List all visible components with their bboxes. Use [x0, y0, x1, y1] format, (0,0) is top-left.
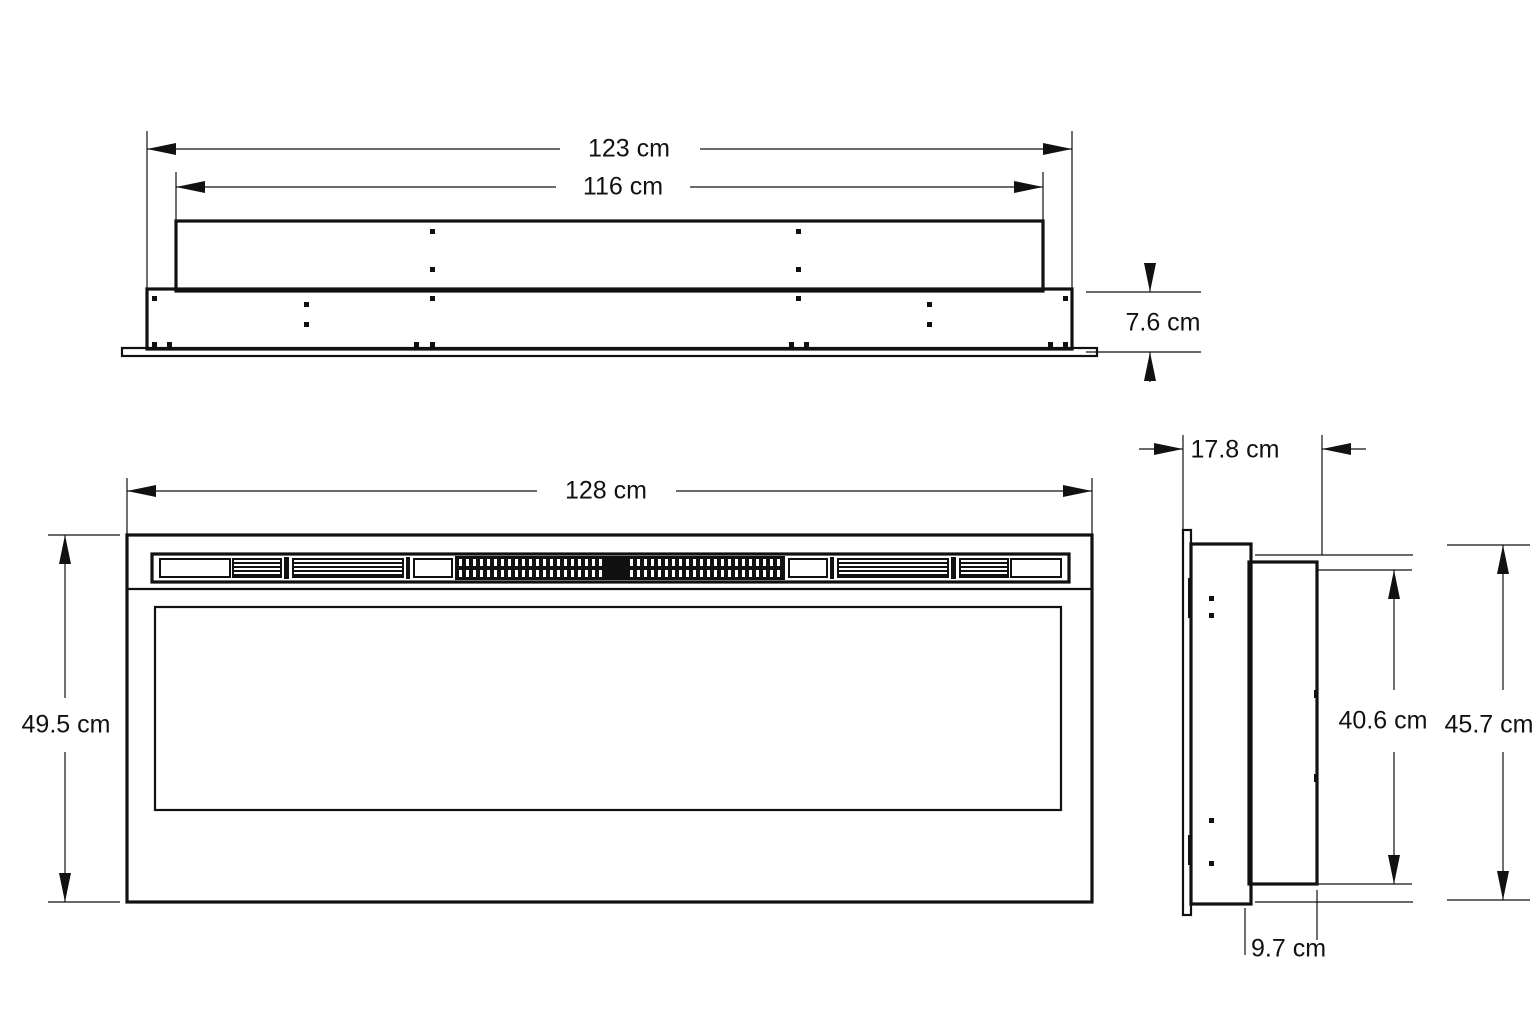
arrowhead-down	[1144, 263, 1156, 292]
front-view-glass-panel	[153, 605, 1063, 812]
side-view-group: 17.8 cm 40.6 cm	[1139, 435, 1533, 963]
hole-dot	[430, 229, 435, 234]
arrowhead-right	[1063, 485, 1092, 497]
hole-dot	[304, 302, 309, 307]
arrowhead-left	[176, 181, 205, 193]
hole-dot	[789, 342, 794, 347]
top-view-flange-holes	[152, 296, 1068, 347]
dimension-7_6cm: 7.6 cm	[1086, 263, 1201, 382]
dim-label-128cm: 128 cm	[565, 477, 647, 505]
dimension-40_6cm: 40.6 cm	[1339, 570, 1428, 884]
dimension-45_7cm: 45.7 cm	[1445, 544, 1534, 901]
hole-dot	[1048, 342, 1053, 347]
dim-label-116cm: 116 cm	[583, 173, 663, 201]
side-view-front-plate	[1189, 542, 1253, 906]
dim-label-9_7cm: 9.7 cm	[1251, 935, 1326, 963]
dimension-9_7cm: 9.7 cm	[1244, 890, 1326, 963]
grille-divider	[406, 557, 410, 579]
grille-blank-cell	[788, 558, 828, 578]
hole-dot	[1314, 774, 1318, 782]
grille-center-marker	[606, 559, 628, 573]
grille-louvre-cell	[837, 558, 949, 578]
grille-louvre-cell	[232, 558, 282, 578]
hole-dot	[430, 342, 435, 347]
dim-label-7_6cm: 7.6 cm	[1125, 309, 1200, 337]
arrowhead-left	[127, 485, 156, 497]
front-view-grille-assembly	[150, 552, 1071, 584]
dim-label-123cm: 123 cm	[588, 135, 670, 163]
arrowhead-up	[1497, 545, 1509, 574]
arrowhead-down	[1388, 855, 1400, 884]
dim-label-17_8cm: 17.8 cm	[1191, 436, 1280, 464]
hole-dot	[414, 342, 419, 347]
arrowhead-down	[1497, 871, 1509, 900]
dimension-128cm: 128 cm	[127, 477, 1092, 505]
hole-dot	[1209, 861, 1214, 866]
arrowhead-right	[1043, 143, 1072, 155]
top-view-upper-holes	[430, 229, 801, 272]
arrowhead-up	[1144, 352, 1156, 381]
hole-dot	[1063, 296, 1068, 301]
hole-dot	[152, 296, 157, 301]
grille-divider	[284, 557, 289, 579]
dim-label-40_6cm: 40.6 cm	[1339, 707, 1428, 735]
hole-dot	[804, 342, 809, 347]
dim-label-49_5cm: 49.5 cm	[22, 711, 111, 739]
hole-dot	[927, 302, 932, 307]
hole-dot	[1314, 690, 1318, 698]
arrowhead-right	[1154, 443, 1183, 455]
side-view-holes	[1209, 596, 1318, 866]
hole-dot	[796, 267, 801, 272]
grille-louvre-cell	[959, 558, 1009, 578]
dimension-49_5cm: 49.5 cm	[22, 534, 120, 903]
hole-dot	[430, 296, 435, 301]
grille-blank-cell	[1010, 558, 1062, 578]
arrowhead-left	[147, 143, 176, 155]
top-view-group: 123 cm 116 cm	[120, 131, 1201, 382]
hole-dot	[1209, 596, 1214, 601]
grille-louvre-cell	[292, 558, 404, 578]
dim-label-45_7cm: 45.7 cm	[1445, 711, 1534, 739]
front-view-group: 128 cm 49.5 cm	[22, 477, 1094, 904]
arrowhead-right	[1014, 181, 1043, 193]
grille-divider	[951, 557, 956, 579]
arrowhead-up	[59, 535, 71, 564]
front-view-outer-frame	[125, 533, 1094, 904]
hole-dot	[152, 342, 157, 347]
grille-dense-slat-band	[455, 556, 785, 580]
grille-blank-cell	[159, 558, 231, 578]
hole-dot	[796, 229, 801, 234]
hole-dot	[796, 296, 801, 301]
arrowhead-up	[1388, 570, 1400, 599]
side-view-body-box	[1247, 560, 1319, 886]
hole-dot	[1209, 818, 1214, 823]
hole-dot	[1063, 342, 1068, 347]
dimension-123cm: 123 cm	[147, 135, 1072, 163]
dimension-116cm: 116 cm	[176, 173, 1043, 201]
hole-dot	[927, 322, 932, 327]
grille-divider	[830, 557, 834, 579]
top-view-inner-body	[174, 219, 1045, 293]
arrowhead-down	[59, 873, 71, 902]
arrowhead-left	[1322, 443, 1351, 455]
hole-dot	[167, 342, 172, 347]
dimension-17_8cm: 17.8 cm	[1139, 435, 1366, 555]
hole-dot	[430, 267, 435, 272]
hole-dot	[1209, 613, 1214, 618]
hole-dot	[304, 322, 309, 327]
grille-blank-cell	[413, 558, 453, 578]
grille-outer-rect	[150, 552, 1071, 584]
